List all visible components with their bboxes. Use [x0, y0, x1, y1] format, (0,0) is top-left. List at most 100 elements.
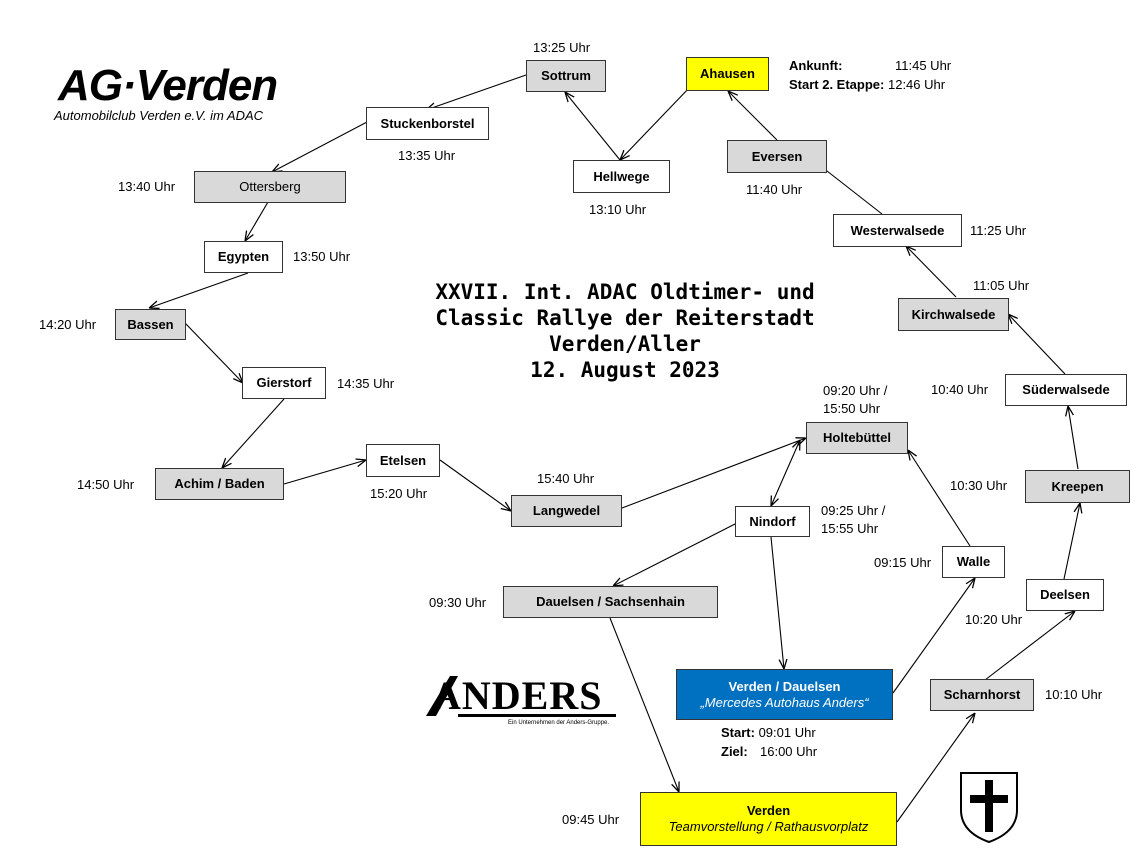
arrow-gierstorf-to-achim [222, 398, 285, 468]
node-kirchwalsede: Kirchwalsede [898, 298, 1009, 331]
arrow-bassen-to-gierstorf [184, 322, 243, 383]
node-suederwalsede-label: Süderwalsede [1022, 382, 1110, 397]
title-line-4: 12. August 2023 [530, 358, 720, 382]
node-eversen-label: Eversen [751, 148, 803, 164]
time-kirchwalsede: 11:05 Uhr [973, 278, 1030, 293]
node-hellwege-label: Hellwege [593, 168, 650, 184]
arrival-info: Ankunft: 11:45 Uhr Start 2. Etappe: 12:46… [789, 56, 951, 94]
node-verden-dauelsen-label: Verden / Dauelsen [728, 678, 841, 694]
time-holtebuettel: 09:20 Uhr / 15:50 Uhr [823, 382, 887, 418]
time-stuckenborstel: 13:35 Uhr [398, 148, 456, 163]
arrow-walle-to-holtebuettel [908, 450, 971, 547]
start-finish-info: Start: 09:01 Uhr Ziel:16:00 Uhr [721, 723, 818, 761]
node-nindorf-label: Nindorf [749, 513, 796, 529]
node-verden-dauelsen-sub: „Mercedes Autohaus Anders“ [700, 694, 869, 710]
node-westerwalsede-label: Westerwalsede [850, 222, 945, 238]
node-achim-baden-label: Achim / Baden [174, 476, 265, 491]
arrow-dauelsen-to-verden [609, 617, 679, 792]
stage2-time: 12:46 Uhr [887, 77, 946, 92]
node-sottrum: Sottrum [526, 60, 606, 92]
node-langwedel-label: Langwedel [532, 503, 601, 518]
time-holtebuettel-1: 09:20 Uhr / [823, 383, 888, 398]
arrow-sottrum-to-stuckenborstel [426, 74, 527, 110]
node-gierstorf-label: Gierstorf [256, 375, 312, 390]
node-dauelsen-sachsenhain: Dauelsen / Sachsenhain [503, 586, 718, 618]
node-kreepen: Kreepen [1025, 470, 1130, 503]
title-line-1: XXVII. Int. ADAC Oldtimer- und [435, 280, 815, 304]
arrow-deelsen-to-kreepen [1063, 503, 1080, 580]
node-sottrum-label: Sottrum [541, 68, 591, 83]
arrow-egypten-to-bassen [149, 272, 249, 308]
time-ottersberg: 13:40 Uhr [118, 179, 176, 194]
stage2-label: Start 2. Etappe: [789, 77, 885, 92]
node-verden-sub: Teamvorstellung / Rathausvorplatz [668, 819, 869, 834]
anders-logo-subtitle: Ein Unternehmen der Anders-Gruppe. [508, 720, 610, 726]
arrow-verden-dauelsen-to-walle [892, 578, 975, 694]
time-sottrum: 13:25 Uhr [533, 40, 591, 55]
node-stuckenborstel: Stuckenborstel [366, 107, 489, 140]
time-eversen: 11:40 Uhr [746, 182, 803, 197]
title-line-2: Classic Rallye der Reiterstadt [435, 306, 815, 330]
node-stuckenborstel-label: Stuckenborstel [380, 115, 475, 131]
time-achim-baden: 14:50 Uhr [77, 477, 135, 492]
title-line-3: Verden/Aller [549, 332, 701, 356]
arrow-kirchwalsede-to-westerwalsede [906, 246, 957, 298]
node-egypten-label: Egypten [217, 249, 270, 264]
arrow-ahausen-to-hellwege [620, 86, 691, 160]
node-holtebuettel: Holtebüttel [806, 422, 908, 454]
node-westerwalsede: Westerwalsede [833, 214, 962, 247]
node-verden-label: Verden [746, 803, 791, 818]
rally-title: XXVII. Int. ADAC Oldtimer- und Classic R… [380, 279, 870, 383]
node-kirchwalsede-label: Kirchwalsede [911, 306, 996, 322]
anders-logo: ANDERS Ein Unternehmen der Anders-Gruppe… [422, 670, 622, 740]
time-holtebuettel-2: 15:50 Uhr [823, 401, 881, 416]
node-deelsen-label: Deelsen [1040, 587, 1090, 602]
node-eversen: Eversen [727, 140, 827, 173]
node-verden-dauelsen: Verden / Dauelsen„Mercedes Autohaus Ande… [676, 669, 893, 720]
arrow-eversen-to-ahausen [728, 91, 778, 141]
arrow-ottersberg-to-egypten [245, 201, 269, 241]
node-deelsen: Deelsen [1026, 579, 1104, 611]
node-ottersberg: Ottersberg [194, 171, 346, 203]
time-hellwege: 13:10 Uhr [589, 202, 647, 217]
arrow-nindorf-to-verden-dauelsen [770, 536, 784, 669]
ag-verden-logo-subtitle: Automobilclub Verden e.V. im ADAC [54, 108, 264, 123]
finish-label: Ziel: [721, 744, 748, 759]
node-holtebuettel-label: Holtebüttel [823, 430, 891, 445]
node-dauelsen-sachsenhain-label: Dauelsen / Sachsenhain [536, 594, 685, 609]
arrow-langwedel-to-holtebuettel [621, 438, 806, 509]
time-verden: 09:45 Uhr [562, 812, 620, 827]
node-suederwalsede: Süderwalsede [1005, 374, 1127, 406]
time-nindorf-2: 15:55 Uhr [821, 521, 879, 536]
time-nindorf-1: 09:25 Uhr / [821, 503, 886, 518]
node-etelsen: Etelsen [366, 444, 440, 477]
start-label: Start: [721, 725, 755, 740]
arrow-suederwalsede-to-kirchwalsede [1008, 314, 1066, 375]
finish-time: 16:00 Uhr [760, 744, 818, 759]
time-kreepen: 10:30 Uhr [950, 478, 1008, 493]
cross-crest-icon [958, 770, 1020, 844]
time-gierstorf: 14:35 Uhr [337, 376, 395, 391]
time-egypten: 13:50 Uhr [293, 249, 351, 264]
time-westerwalsede: 11:25 Uhr [970, 223, 1027, 238]
time-scharnhorst: 10:10 Uhr [1045, 687, 1103, 702]
time-nindorf: 09:25 Uhr / 15:55 Uhr [821, 502, 885, 538]
time-bassen: 14:20 Uhr [39, 317, 97, 332]
time-walle: 09:15 Uhr [874, 555, 932, 570]
arrow-holtebuettel-nindorf [771, 440, 800, 506]
arrival-label: Ankunft: [789, 58, 843, 73]
time-langwedel: 15:40 Uhr [537, 471, 595, 486]
arrow-hellwege-to-sottrum [565, 92, 621, 161]
node-ahausen-label: Ahausen [700, 66, 755, 81]
node-nindorf: Nindorf [735, 506, 810, 537]
node-ottersberg-label: Ottersberg [239, 179, 301, 194]
arrival-time: 11:45 Uhr [895, 58, 952, 73]
node-langwedel: Langwedel [511, 495, 622, 527]
arrow-etelsen-to-langwedel [439, 459, 511, 511]
anders-logo-text: ANDERS [432, 673, 603, 718]
anders-logo-mark [426, 676, 616, 717]
node-egypten: Egypten [204, 241, 283, 273]
ag-verden-logo-text: AG·Verden [58, 61, 278, 110]
